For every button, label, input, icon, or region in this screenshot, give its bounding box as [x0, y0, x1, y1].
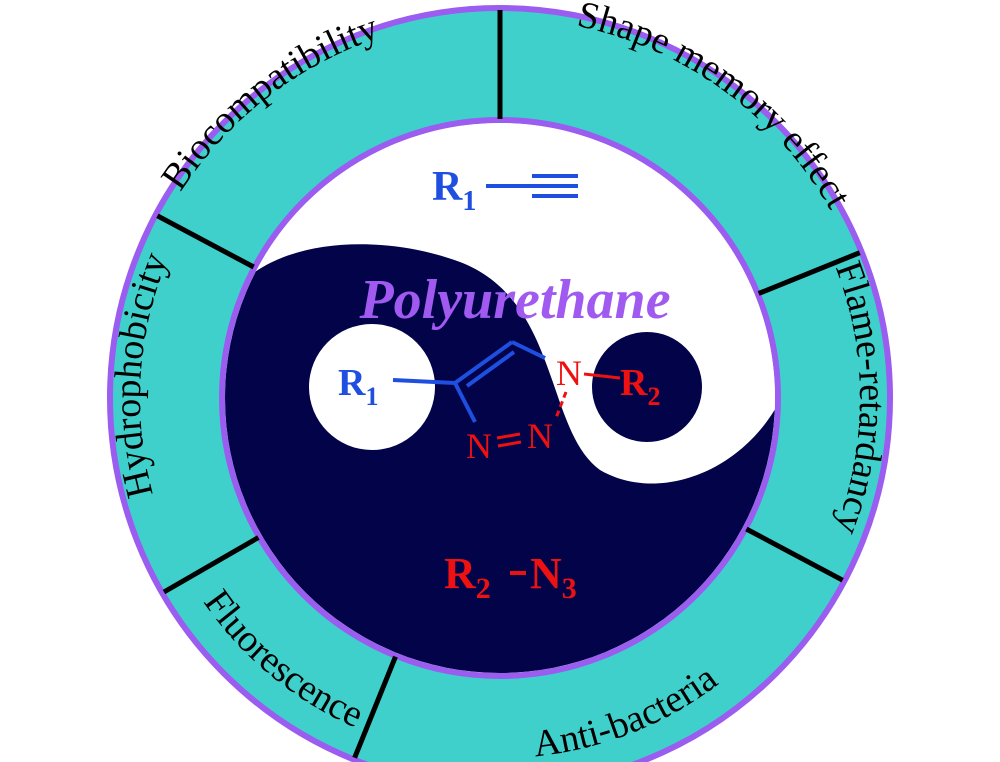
triazole-r1-label: R [338, 362, 366, 404]
svg-text:R2: R2 [620, 362, 660, 411]
svg-text:R2: R2 [444, 549, 491, 605]
polyurethane-title: Polyurethane [358, 269, 670, 331]
ring-divider [745, 526, 844, 583]
ring-divider [352, 655, 398, 759]
azide-group-subscript: 3 [562, 572, 577, 605]
yin-eye [592, 332, 702, 442]
triazole-r2-label: R [620, 362, 648, 404]
svg-text:N3: N3 [530, 549, 577, 605]
r2-bond [583, 372, 621, 380]
alkyne-reactant: R1 [432, 164, 578, 217]
ring-bond-c4-n [453, 382, 477, 423]
n-n-double-bond [496, 432, 521, 440]
triazole-n3: N [466, 426, 492, 466]
azide-r-label: R [444, 549, 477, 598]
ring-divider [757, 250, 861, 296]
triazole-n2: N [527, 416, 553, 456]
azide-reactant: R2 N3 [444, 549, 577, 605]
svg-text:R1: R1 [432, 164, 476, 217]
ring-bond-c5-n1 [511, 340, 546, 360]
ring-outer-border [107, 5, 893, 762]
alkyne-r-subscript: 1 [462, 186, 476, 217]
triazole-n1: N [556, 353, 582, 393]
ring-divider [162, 535, 260, 595]
triazole-r2-subscript: 2 [647, 382, 660, 411]
svg-text:R1: R1 [338, 362, 378, 411]
ring-double-bond [465, 350, 516, 388]
ring-bond-c4-c5 [453, 340, 514, 385]
ring-divider [156, 213, 255, 270]
triazole-product: R1 N N N R2 [338, 340, 660, 466]
yin-yang-symbol [225, 123, 775, 673]
ring-dividers [156, 10, 861, 759]
azide-r-subscript: 2 [476, 572, 491, 605]
yang-eye [309, 324, 435, 450]
ring-inner-border [219, 117, 781, 679]
alkyne-r-label: R [432, 164, 463, 210]
n-n-double-bond [497, 440, 522, 448]
r1-bond [392, 378, 456, 385]
n-n-bond [554, 391, 568, 419]
triazole-r1-subscript: 1 [365, 382, 378, 411]
azide-group-label: N [530, 549, 562, 598]
